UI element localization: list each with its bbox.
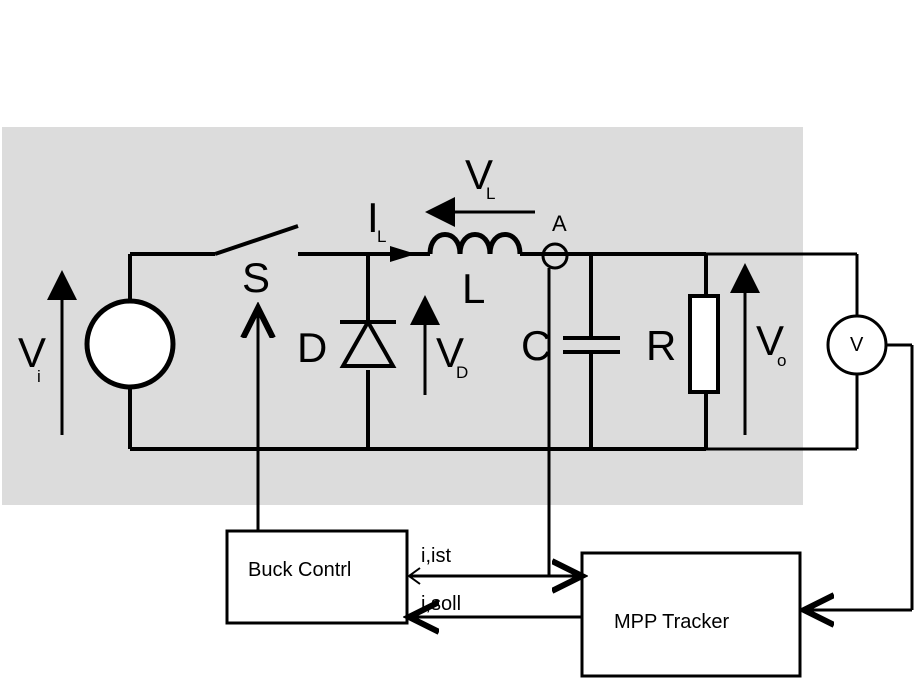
il-arrow [390,246,416,262]
switch-label: S [242,254,271,301]
resistor-label: R [646,322,677,369]
voltmeter [826,314,888,376]
buck-control-block [225,529,409,625]
i-ist-left-head [407,567,421,585]
voltmeter-label: V [850,334,864,356]
vl-label: V [465,151,494,198]
mpp-tracker-label: MPP Tracker [614,611,730,633]
vl-subscript: L [486,184,496,203]
diode-label: D [297,324,328,371]
i-ist-label: i,ist [421,545,451,567]
i-soll-label: i,soll [421,593,462,615]
inductor-coil [427,232,523,255]
resistor-body [688,294,720,394]
buck-control-label: Buck Contrl [248,559,352,581]
vd-subscript: D [456,363,469,382]
node-a-label: A [552,211,567,236]
il-label: I [367,194,379,241]
node-a [541,242,569,270]
inductor-label: L [462,265,486,312]
circuit-wires [128,224,708,451]
voltmeter-wires [706,252,914,610]
mpp-tracker-block [580,551,802,678]
voltage-source [84,298,176,390]
vi-subscript: i [37,367,41,386]
diode-symbol [339,317,397,368]
vi-label: V [18,329,47,376]
capacitor-label: C [521,322,552,369]
vd-label: V [436,329,465,376]
switch-blade [214,224,299,256]
vo-label: V [756,317,785,364]
capacitor-plates [563,336,620,354]
il-subscript: L [377,227,387,246]
vo-subscript: o [777,351,787,370]
